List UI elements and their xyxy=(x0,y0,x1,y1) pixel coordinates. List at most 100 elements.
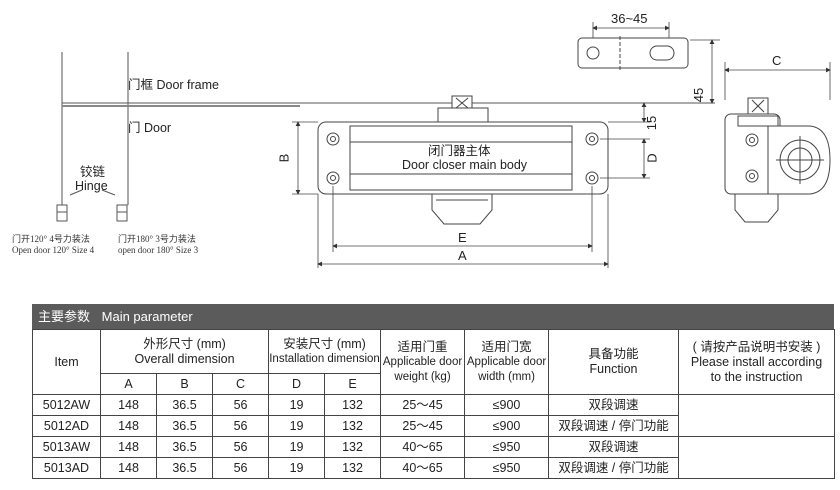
header-note-en2: to the instruction xyxy=(710,369,803,384)
table-row: 5013AW 148 36.5 56 19 132 40～65 ≤950 双段调… xyxy=(32,436,836,479)
cell-c: 56 xyxy=(211,457,270,479)
open180-cn-label: 门开180° 3号力装法 xyxy=(118,234,196,244)
hinge-right-icon xyxy=(116,204,128,222)
open120-en-label: Open door 120° Size 4 xyxy=(12,245,95,255)
header-col-b: B xyxy=(156,373,213,395)
cell-e: 132 xyxy=(324,457,382,479)
frame-lines xyxy=(61,52,715,205)
header-overall-cn: 外形尺寸 (mm) xyxy=(143,336,226,351)
cell-e: 132 xyxy=(324,394,382,416)
technical-drawing: 门框 Door frame 门 Door 铰链 Hinge 门开120° 4号力… xyxy=(12,11,831,268)
table-row: 5012AD 148 36.5 56 19 132 25～45 ≤900 双段调… xyxy=(32,415,835,437)
header-width: 适用门宽 Applicable door width (mm) xyxy=(464,329,550,395)
cell-item: 5012AW xyxy=(32,394,101,416)
dim-a-label: A xyxy=(458,248,467,263)
cell-width: ≤950 xyxy=(464,436,550,458)
door-label: 门 Door xyxy=(128,121,172,135)
cell-item: 5013AW xyxy=(32,436,101,458)
table-row: 5013AD 148 36.5 56 19 132 40～65 ≤950 双段调… xyxy=(32,457,835,479)
cell-e: 132 xyxy=(324,415,382,437)
header-install: 安装尺寸 (mm) Installation dimension xyxy=(268,329,382,374)
cell-b: 36.5 xyxy=(156,394,213,416)
dim-d-label: D xyxy=(644,153,660,163)
dimension-lines xyxy=(292,22,831,268)
dim-e-label: E xyxy=(458,230,467,245)
cell-a: 148 xyxy=(100,415,157,437)
hinge-leaders xyxy=(69,189,116,196)
open120-cn-label: 门开120° 4号力装法 xyxy=(12,234,90,244)
header-weight-en2: weight (kg) xyxy=(394,370,451,383)
header-note-cn: ( 请按产品说明书安装 ) xyxy=(692,339,821,354)
title-en: Main parameter xyxy=(101,309,193,324)
drawing-svg xyxy=(56,22,831,268)
cell-b: 36.5 xyxy=(156,415,213,437)
header-item: Item xyxy=(32,329,101,395)
cell-d: 19 xyxy=(268,436,326,458)
open180-en-label: open door 180° Size 3 xyxy=(118,245,199,255)
header-overall: 外形尺寸 (mm) Overall dimension xyxy=(99,329,270,374)
cell-function: 双段调速 xyxy=(548,436,680,458)
cell-item: 5013AD xyxy=(32,457,101,479)
dim-15-label: 15 xyxy=(644,115,660,131)
cell-width: ≤900 xyxy=(464,394,550,416)
header-width-en2: width (mm) xyxy=(478,370,535,383)
door-frame-label: 门框 Door frame xyxy=(128,78,219,92)
header-overall-en: Overall dimension xyxy=(134,351,235,366)
header-weight: 适用门重 Applicable door weight (kg) xyxy=(380,329,466,395)
cell-c: 56 xyxy=(211,415,270,437)
hinge-left-icon xyxy=(56,204,68,222)
header-function-en: Function xyxy=(589,362,638,376)
side-view xyxy=(724,97,831,223)
cell-c: 56 xyxy=(211,394,270,416)
header-install-cn: 安装尺寸 (mm) xyxy=(283,336,366,351)
cell-function: 双段调速 / 停门功能 xyxy=(548,457,680,479)
cell-weight: 25～45 xyxy=(380,415,466,437)
cell-d: 19 xyxy=(268,415,326,437)
header-col-d: D xyxy=(268,373,326,395)
header-weight-en1: Applicable door xyxy=(382,355,463,368)
parameter-table: Item 外形尺寸 (mm) Overall dimension 安装尺寸 (m… xyxy=(32,329,836,479)
cell-a: 148 xyxy=(100,436,157,458)
cell-a: 148 xyxy=(100,457,157,479)
cell-width: ≤900 xyxy=(464,415,550,437)
header-function: 具备功能 Function xyxy=(548,329,680,395)
parameter-table-title: 主要参数 Main parameter xyxy=(32,304,834,329)
cell-e: 132 xyxy=(324,436,382,458)
header-col-a: A xyxy=(100,373,157,395)
cell-a: 148 xyxy=(100,394,157,416)
cell-weight: 40～65 xyxy=(380,436,466,458)
table-row: 5012AW 148 36.5 56 19 132 25～45 ≤900 双段调… xyxy=(32,394,836,437)
cell-note-blank xyxy=(678,436,836,479)
cell-function: 双段调速 xyxy=(548,394,680,416)
header-function-cn: 具备功能 xyxy=(588,347,639,361)
dim-c-label: C xyxy=(772,53,782,68)
cell-width: ≤950 xyxy=(464,457,550,479)
closer-body xyxy=(317,95,609,225)
cell-weight: 25～45 xyxy=(380,394,466,416)
dim-45-label: 45 xyxy=(691,87,707,103)
title-cn: 主要参数 xyxy=(38,309,91,324)
cell-d: 19 xyxy=(268,394,326,416)
body-en-label: Door closer main body xyxy=(402,158,528,172)
cell-c: 56 xyxy=(211,436,270,458)
header-col-e: E xyxy=(324,373,382,395)
bracket-top-view xyxy=(577,36,689,72)
header-install-en: Installation dimension xyxy=(269,352,380,365)
cell-b: 36.5 xyxy=(156,457,213,479)
hinge-cn-label: 铰链 xyxy=(80,165,106,179)
header-note: ( 请按产品说明书安装 ) Please install according t… xyxy=(678,329,836,395)
header-width-en1: Applicable door xyxy=(466,355,547,368)
header-width-cn: 适用门宽 xyxy=(481,339,532,354)
cell-weight: 40～65 xyxy=(380,457,466,479)
dim-b-label: B xyxy=(276,153,292,163)
cell-b: 36.5 xyxy=(156,436,213,458)
hinge-en-label: Hinge xyxy=(75,179,108,193)
dim-bracket-label: 36~45 xyxy=(611,11,648,26)
cell-note-blank xyxy=(678,394,836,437)
cell-d: 19 xyxy=(268,457,326,479)
body-cn-label: 闭门器主体 xyxy=(428,144,491,158)
cell-item: 5012AD xyxy=(32,415,101,437)
header-col-c: C xyxy=(211,373,270,395)
header-note-en1: Please install according xyxy=(690,354,823,369)
header-weight-cn: 适用门重 xyxy=(397,339,448,354)
